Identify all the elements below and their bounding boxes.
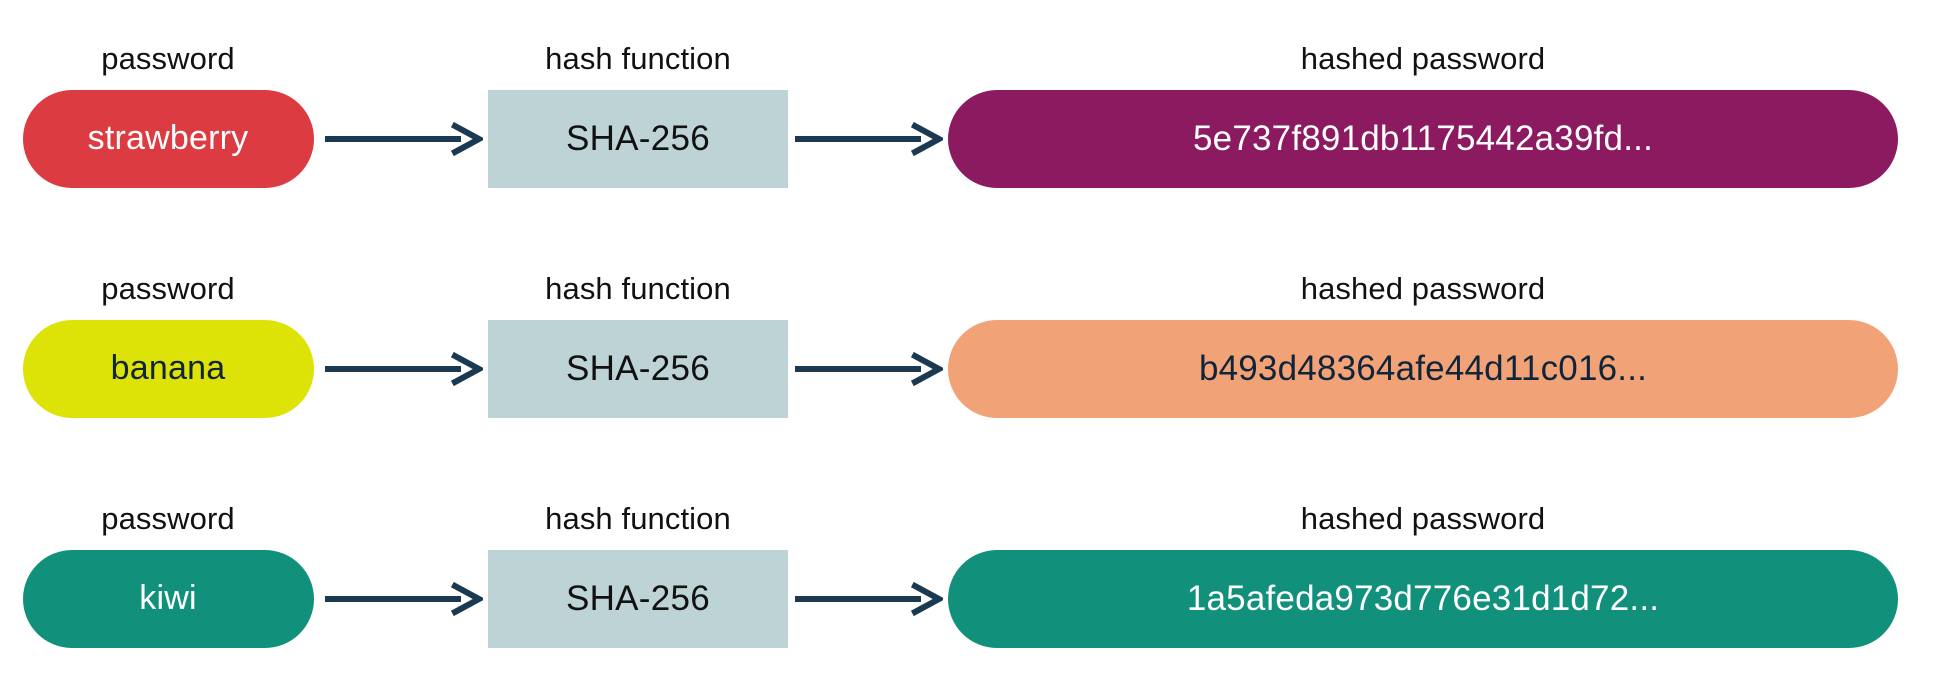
- output-column: hashed password 5e737f891db1175442a39fd.…: [948, 43, 1898, 188]
- input-caption: password: [101, 270, 235, 306]
- password-pill: banana: [22, 319, 314, 418]
- output-column: hashed password 1a5afeda973d776e31d1d72.…: [948, 503, 1898, 648]
- arrow-right-icon: [325, 351, 483, 386]
- arrow-right-icon: [325, 121, 483, 156]
- hash-function-box: SHA-256: [488, 89, 788, 188]
- arrow-column-input-to-function: [318, 534, 488, 617]
- arrow-column-function-to-output: [788, 304, 948, 387]
- hashed-password-pill: 1a5afeda973d776e31d1d72...: [948, 549, 1898, 648]
- hashed-password-pill: b493d48364afe44d11c016...: [948, 319, 1898, 418]
- flow-row: password strawberry hash function SHA-25…: [0, 0, 1940, 230]
- hash-function-box: SHA-256: [488, 319, 788, 418]
- arrow-right-icon: [325, 581, 483, 616]
- arrow-column-input-to-function: [318, 74, 488, 157]
- output-caption: hashed password: [1300, 500, 1546, 536]
- output-column: hashed password b493d48364afe44d11c016..…: [948, 273, 1898, 418]
- flow-row: password banana hash function SHA-256 ha…: [0, 230, 1940, 460]
- output-caption: hashed password: [1300, 270, 1546, 306]
- arrow-right-icon: [795, 121, 943, 156]
- function-caption: hash function: [545, 40, 731, 76]
- arrow-right-icon: [795, 351, 943, 386]
- input-caption: password: [101, 500, 235, 536]
- arrow-column-input-to-function: [318, 304, 488, 387]
- password-pill: strawberry: [22, 89, 314, 188]
- function-column: hash function SHA-256: [488, 43, 788, 188]
- password-pill: kiwi: [22, 549, 314, 648]
- function-column: hash function SHA-256: [488, 503, 788, 648]
- input-column: password banana: [18, 273, 318, 418]
- input-column: password kiwi: [18, 503, 318, 648]
- function-caption: hash function: [545, 270, 731, 306]
- hashed-password-pill: 5e737f891db1175442a39fd...: [948, 89, 1898, 188]
- input-column: password strawberry: [18, 43, 318, 188]
- function-column: hash function SHA-256: [488, 273, 788, 418]
- flow-row: password kiwi hash function SHA-256 hash…: [0, 460, 1940, 690]
- input-caption: password: [101, 40, 235, 76]
- arrow-right-icon: [795, 581, 943, 616]
- hash-function-box: SHA-256: [488, 549, 788, 648]
- arrow-column-function-to-output: [788, 74, 948, 157]
- function-caption: hash function: [545, 500, 731, 536]
- output-caption: hashed password: [1300, 40, 1546, 76]
- arrow-column-function-to-output: [788, 534, 948, 617]
